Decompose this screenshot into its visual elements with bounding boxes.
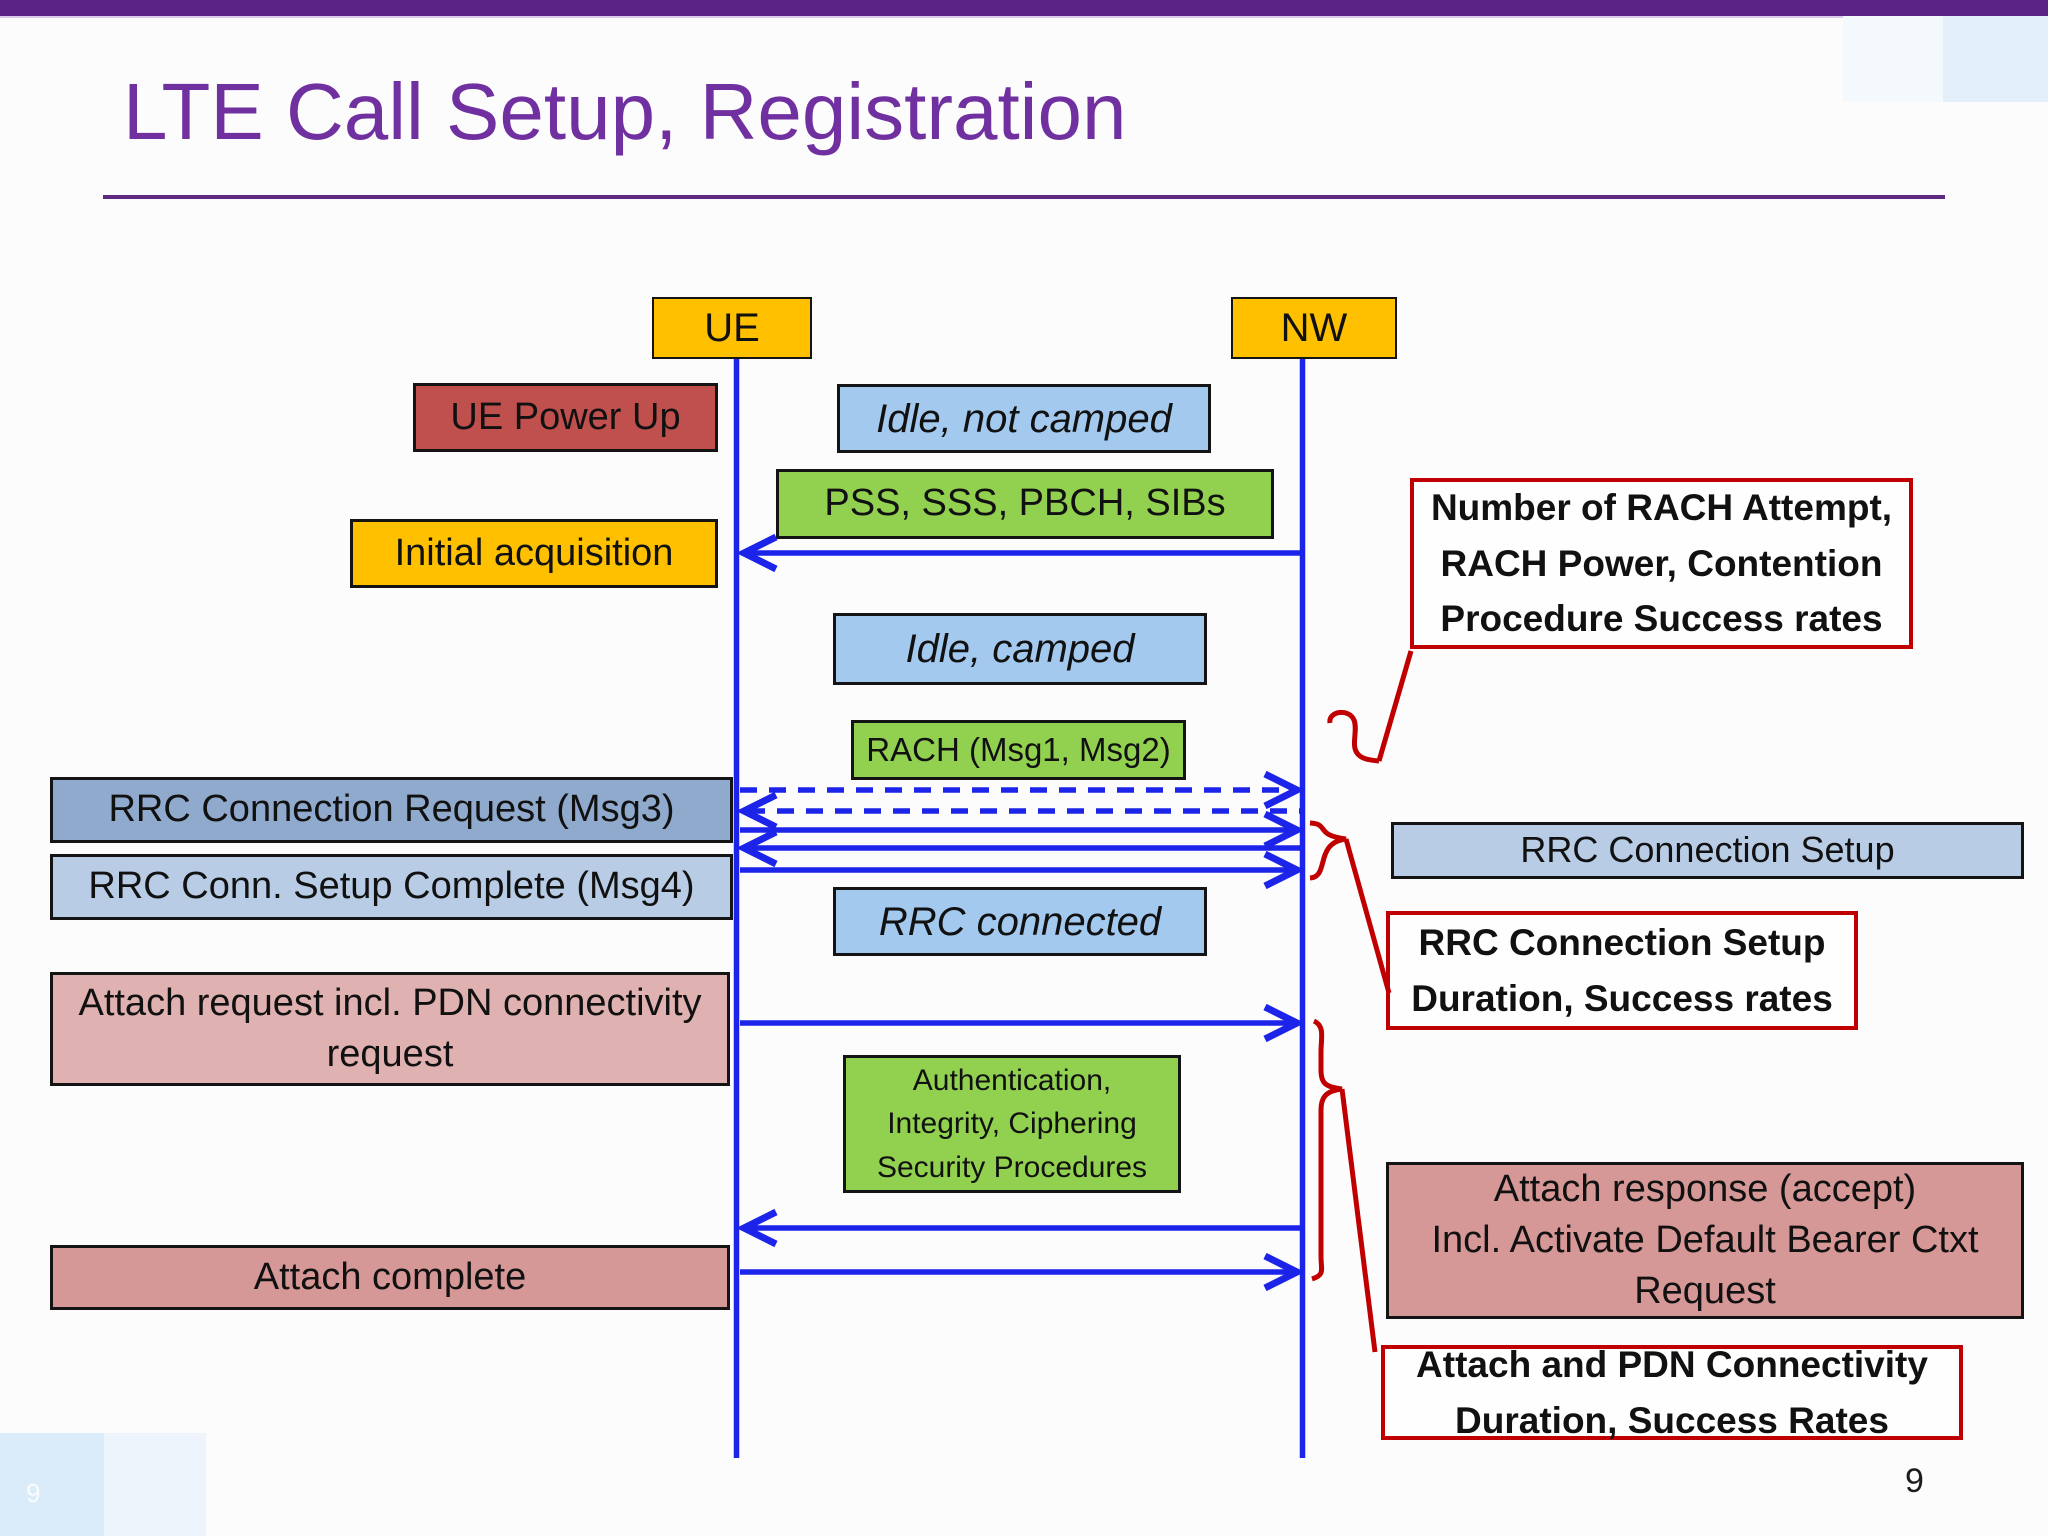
pss-label: PSS, SSS, PBCH, SIBs <box>824 482 1226 525</box>
corner-decoration-top-right-2 <box>1943 16 2048 102</box>
leader-attach-kpi <box>1339 1088 1378 1353</box>
corner-decoration-bottom-left-1 <box>0 1433 104 1536</box>
rach-kpi-label: Number of RACH Attempt, RACH Power, Cont… <box>1430 487 1893 640</box>
rrc-connected-label: RRC connected <box>878 899 1162 944</box>
corner-page-number: 9 <box>26 1478 41 1508</box>
attach-complete-label: Attach complete <box>253 1255 527 1298</box>
rach-label: RACH (Msg1, Msg2) <box>866 730 1171 768</box>
lifeline-head-nw: NW <box>1231 297 1397 359</box>
arrow-rrc-setup-complete-msg4 <box>740 850 1305 890</box>
rrc-kpi-label: RRC Connection Setup Duration, Success r… <box>1411 922 1833 1019</box>
kpi-rach-metrics: Number of RACH Attempt, RACH Power, Cont… <box>1410 478 1913 649</box>
state-idle-camped: Idle, camped <box>833 613 1207 685</box>
title-divider <box>103 195 1945 199</box>
idle-not-camped-label: Idle, not camped <box>876 396 1172 441</box>
arrow-attach-request <box>740 1003 1305 1043</box>
page-title: LTE Call Setup, Registration <box>123 67 1127 156</box>
kpi-rrc-setup-metrics: RRC Connection Setup Duration, Success r… <box>1386 911 1858 1030</box>
event-attach-complete: Attach complete <box>50 1245 730 1310</box>
leader-rach-kpi <box>1376 650 1414 762</box>
ue-power-up-label: UE Power Up <box>450 395 681 438</box>
ue-label: UE <box>704 306 760 350</box>
page-number: 9 <box>1905 1462 1924 1500</box>
corner-decoration-bottom-left-2 <box>104 1433 206 1536</box>
slide-top-accent-bar <box>0 0 2048 18</box>
arrow-attach-complete <box>740 1252 1305 1292</box>
attach-response-label: Attach response (accept) Incl. Activate … <box>1431 1167 1979 1313</box>
brace-attach-region <box>1311 1018 1343 1282</box>
nw-label: NW <box>1280 306 1348 350</box>
attach-kpi-label: Attach and PDN Connectivity Duration, Su… <box>1416 1344 1928 1441</box>
arrow-rrc-setup <box>736 828 1300 868</box>
brace-rach-region <box>1327 710 1380 764</box>
event-rrc-connection-request: RRC Connection Request (Msg3) <box>50 777 733 843</box>
message-rach: RACH (Msg1, Msg2) <box>851 720 1186 780</box>
rrc-request-label: RRC Connection Request (Msg3) <box>108 788 675 831</box>
arrow-attach-response <box>736 1208 1300 1248</box>
message-pss-sss-pbch-sibs: PSS, SSS, PBCH, SIBs <box>776 469 1274 539</box>
lifeline-head-ue: UE <box>652 297 812 359</box>
event-attach-request: Attach request incl. PDN connectivity re… <box>50 972 730 1086</box>
event-initial-acquisition: Initial acquisition <box>350 519 718 588</box>
security-procedures-label: Authentication, Integrity, Ciphering Sec… <box>876 1063 1148 1184</box>
arrow-sib-broadcast <box>736 533 1300 573</box>
initial-acquisition-label: Initial acquisition <box>394 531 674 574</box>
leader-rrc-kpi <box>1343 838 1392 994</box>
idle-camped-label: Idle, camped <box>905 627 1135 671</box>
event-attach-response: Attach response (accept) Incl. Activate … <box>1386 1162 2024 1319</box>
event-rrc-setup-complete: RRC Conn. Setup Complete (Msg4) <box>50 854 733 920</box>
arrow-rrc-request-msg3 <box>740 810 1305 850</box>
arrow-rach-msg2 <box>736 791 1300 831</box>
message-security-procedures: Authentication, Integrity, Ciphering Sec… <box>843 1055 1181 1193</box>
rrc-setup-label: RRC Connection Setup <box>1520 829 1895 871</box>
brace-rrc-setup-region <box>1309 820 1347 881</box>
corner-decoration-top-right-1 <box>1843 16 1943 102</box>
kpi-attach-metrics: Attach and PDN Connectivity Duration, Su… <box>1381 1344 1963 1441</box>
event-ue-power-up: UE Power Up <box>413 383 718 452</box>
event-rrc-connection-setup: RRC Connection Setup <box>1391 822 2024 879</box>
state-idle-not-camped: Idle, not camped <box>837 384 1211 453</box>
rrc-complete-label: RRC Conn. Setup Complete (Msg4) <box>88 865 695 908</box>
state-rrc-connected: RRC connected <box>833 887 1207 956</box>
attach-request-label: Attach request incl. PDN connectivity re… <box>78 981 702 1075</box>
